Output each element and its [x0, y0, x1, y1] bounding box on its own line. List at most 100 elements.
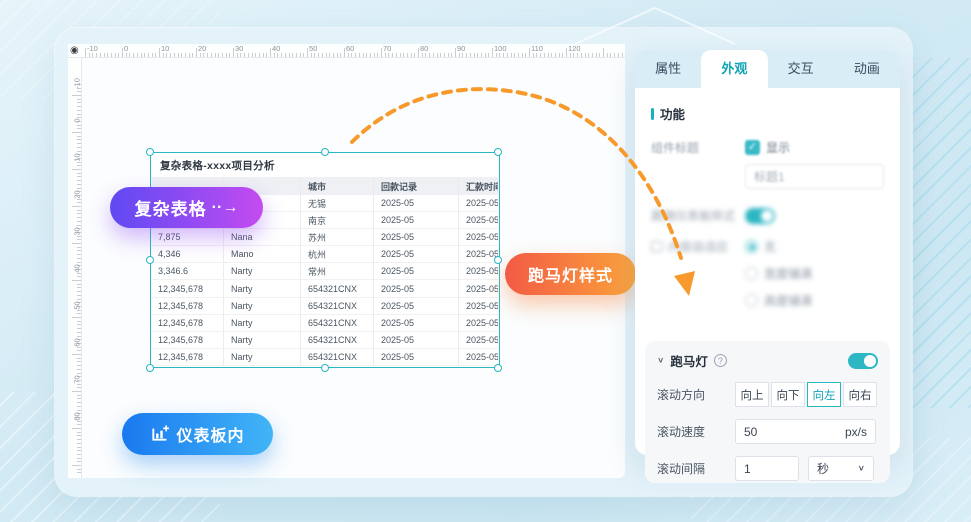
- ruler-label: 20: [72, 190, 82, 199]
- ruler-tick: [77, 446, 81, 448]
- ruler-label: 120: [568, 44, 581, 53]
- ruler-tick: [133, 53, 135, 57]
- ruler-tick: [77, 376, 81, 378]
- ruler-tick: [599, 53, 601, 57]
- ruler-tick: [543, 53, 545, 57]
- ruler-tick: [336, 53, 338, 57]
- title-input[interactable]: 标题1: [745, 164, 884, 189]
- radio-icon[interactable]: [745, 240, 758, 253]
- dashboard-chart-icon: [152, 424, 170, 441]
- ruler-tick: [77, 261, 81, 263]
- selection-handle[interactable]: [321, 148, 329, 156]
- selection-handle[interactable]: [494, 148, 502, 156]
- direction-button-向上[interactable]: 向上: [735, 382, 769, 407]
- table-cell: 2025-05: [466, 198, 498, 209]
- direction-button-向下[interactable]: 向下: [771, 382, 805, 407]
- ruler-tick: [236, 53, 238, 57]
- ruler-tick: [362, 53, 364, 57]
- marquee-toggle[interactable]: [848, 352, 878, 369]
- ruler-tick: [77, 328, 81, 330]
- ruler-tick: [77, 461, 81, 463]
- adapt-radio-option[interactable]: 无: [745, 238, 812, 255]
- ruler-tick: [77, 291, 81, 293]
- ruler-tick: [225, 53, 227, 57]
- follow-style-toggle[interactable]: [745, 207, 775, 224]
- ruler-tick: [140, 53, 142, 57]
- table-cell: [224, 195, 301, 212]
- ruler-tick: [159, 48, 160, 57]
- radio-label: 无: [764, 240, 777, 254]
- show-checkbox-label: 显示: [766, 141, 791, 155]
- ruler-label: 10: [161, 44, 170, 53]
- table-cell: 2025-05: [466, 215, 498, 226]
- selection-handle[interactable]: [321, 364, 329, 372]
- dashboard-badge-label: 仪表板内: [176, 428, 245, 445]
- selection-handle[interactable]: [146, 256, 154, 264]
- interval-unit-select[interactable]: 秒 ∨: [808, 456, 874, 481]
- ruler-tick: [136, 53, 138, 57]
- selection-handle[interactable]: [146, 148, 154, 156]
- ruler-tick: [403, 53, 405, 57]
- chevron-down-icon[interactable]: ∨: [657, 356, 665, 365]
- ruler-label: 10: [72, 153, 82, 162]
- table-cell: 12,345,678: [151, 297, 224, 314]
- radio-label: 高度铺满: [764, 294, 813, 308]
- selection-handle[interactable]: [494, 256, 502, 264]
- selection-handle[interactable]: [494, 364, 502, 372]
- interval-input[interactable]: 1: [735, 456, 799, 481]
- tab-外观[interactable]: 外观: [701, 50, 768, 88]
- table-cell: Nana: [224, 229, 301, 246]
- speed-input[interactable]: 50 px/s: [735, 419, 876, 444]
- radio-icon[interactable]: [745, 267, 758, 280]
- help-icon[interactable]: ?: [713, 354, 727, 367]
- ruler-tick: [299, 53, 301, 57]
- ruler-tick: [88, 53, 90, 57]
- ruler-tick: [77, 113, 81, 115]
- eye-icon[interactable]: ◉: [70, 45, 79, 56]
- table-cell: 2025-05: [374, 246, 459, 263]
- ruler-tick: [591, 53, 593, 57]
- selection-handle[interactable]: [146, 364, 154, 372]
- ruler-tick: [303, 53, 305, 57]
- ruler-tick: [77, 409, 81, 411]
- title-input-value: 标题1: [754, 170, 785, 184]
- bubble-icon: [651, 241, 663, 252]
- ruler-tick: [373, 53, 375, 57]
- ruler-tick: [207, 53, 209, 57]
- ruler-label: 30: [72, 227, 82, 236]
- direction-button-向左[interactable]: 向左: [807, 382, 841, 407]
- tab-交互[interactable]: 交互: [787, 61, 814, 76]
- ruler-tick: [77, 154, 81, 156]
- table-cell: Mano: [224, 246, 301, 263]
- show-checkbox[interactable]: ✓: [745, 140, 760, 155]
- radio-icon[interactable]: [745, 294, 758, 307]
- interval-value: 1: [744, 461, 751, 476]
- tab-属性[interactable]: 属性: [655, 61, 682, 76]
- tab-动画[interactable]: 动画: [853, 61, 880, 76]
- ruler-tick: [166, 53, 168, 57]
- ruler-tick: [196, 48, 197, 57]
- adapt-radio-option[interactable]: 高度铺满: [745, 292, 812, 309]
- ruler-tick: [77, 213, 81, 215]
- ruler-tick: [184, 53, 186, 57]
- ruler-tick: [529, 48, 530, 57]
- ruler-tick: [606, 53, 608, 57]
- ruler-tick: [72, 317, 81, 318]
- speed-value: 50: [744, 424, 758, 439]
- ruler-tick: [321, 53, 323, 57]
- adapt-radio-option[interactable]: 宽度铺满: [745, 265, 812, 282]
- ruler-tick: [244, 53, 246, 57]
- ruler-tick: [399, 53, 401, 57]
- table-cell: 常州: [301, 263, 374, 280]
- ruler-tick: [388, 53, 390, 57]
- direction-button-向右[interactable]: 向右: [843, 382, 877, 407]
